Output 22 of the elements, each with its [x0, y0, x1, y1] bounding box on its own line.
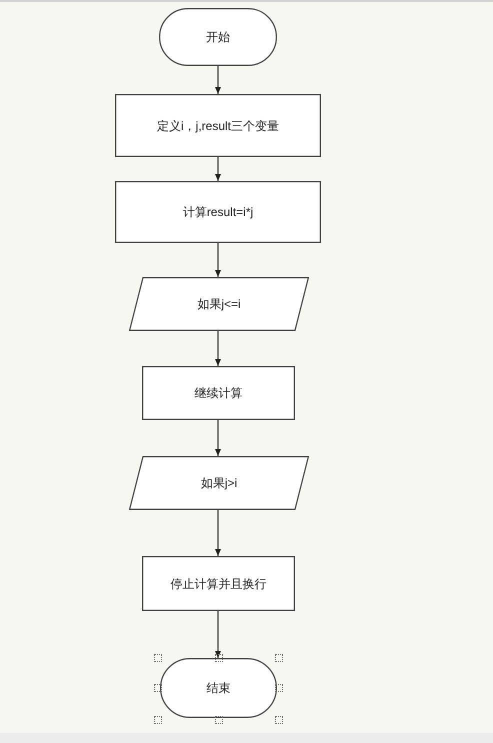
node-label: 定义i，j,result三个变量	[156, 118, 279, 134]
terminal-shape	[160, 658, 277, 718]
node-label: 继续计算	[194, 385, 242, 402]
process-box	[115, 94, 321, 157]
arrow	[215, 611, 221, 658]
arrow	[215, 243, 221, 277]
process-box	[115, 181, 321, 243]
process-box	[142, 366, 295, 420]
arrow	[215, 157, 221, 181]
arrow	[215, 331, 221, 366]
node-label: 停止计算并且换行	[170, 576, 266, 592]
node-label: 结束	[206, 680, 230, 697]
node-label: 计算result=i*j	[182, 204, 254, 221]
arrow	[215, 510, 221, 556]
parallelogram-shape	[129, 456, 309, 510]
node-label: 如果j>i	[200, 475, 238, 492]
node-label: 如果j<=i	[197, 296, 241, 313]
node-label: 开始	[206, 29, 230, 46]
process-box	[142, 556, 295, 611]
arrow	[215, 66, 221, 94]
parallelogram-shape	[129, 277, 309, 331]
arrow	[215, 420, 221, 456]
